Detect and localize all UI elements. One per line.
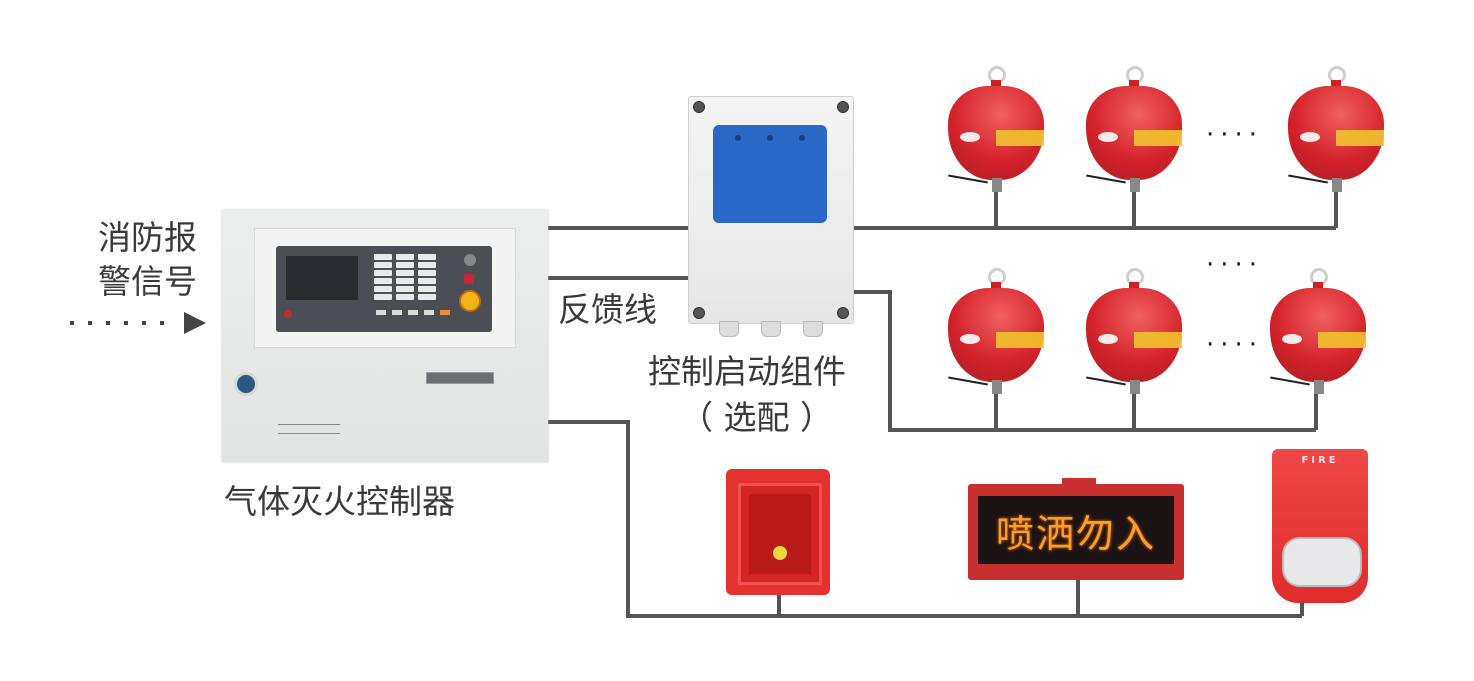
controller-screen [286, 256, 358, 300]
screw-icon [837, 101, 849, 113]
key-switch-icon [464, 254, 476, 266]
cable-gland [719, 321, 739, 337]
extinguisher-cylinder [1086, 66, 1182, 206]
extinguisher-cylinder [948, 268, 1044, 408]
controller-panel [276, 246, 492, 332]
module-label-panel [713, 125, 827, 223]
function-keys [376, 310, 450, 315]
led-icon [767, 135, 773, 141]
control-component-label: 控制启动组件 [648, 352, 846, 391]
control-start-module [688, 96, 854, 337]
gas-fire-controller [222, 210, 548, 462]
emergency-start-stop-button [726, 469, 830, 595]
fire-text: FIRE [1301, 455, 1339, 466]
extinguisher-cylinder [1270, 268, 1366, 408]
ellipsis-row2: ···· [1206, 330, 1264, 360]
do-not-enter-sign: 喷洒勿入 [968, 478, 1184, 580]
optional-label: （ 选配 ） [680, 398, 833, 437]
press-button-icon [773, 546, 787, 560]
brand-logo-icon [284, 310, 292, 318]
ellipsis-row1: ···· [1206, 120, 1264, 150]
feedback-line-label: 反馈线 [558, 290, 657, 329]
extinguisher-cylinder [948, 66, 1044, 206]
sounder-strobe: FIRE [1272, 449, 1368, 603]
alarm-signal-label-2: 警信号 [98, 262, 197, 301]
name-plate [426, 372, 494, 384]
alarm-signal-label-1: 消防报 [98, 218, 197, 257]
cable-gland [761, 321, 781, 337]
ellipsis-row2-top: ···· [1206, 250, 1264, 280]
sign-text: 喷洒勿入 [995, 511, 1156, 556]
cable-gland [803, 321, 823, 337]
extinguisher-cylinder [1086, 268, 1182, 408]
arrow-right-icon [184, 312, 206, 334]
red-key-icon [464, 274, 474, 284]
controller-keypad [374, 254, 436, 300]
led-icon [799, 135, 805, 141]
led-icon [735, 135, 741, 141]
strobe-lens [1282, 537, 1362, 587]
emblem-icon [278, 424, 340, 434]
extinguisher-cylinder [1288, 66, 1384, 206]
door-lock-icon [234, 372, 258, 396]
wire-bus-row2 [852, 290, 1316, 432]
controller-label: 气体灭火控制器 [224, 482, 455, 521]
screw-icon [693, 307, 705, 319]
screw-icon [837, 307, 849, 319]
screw-icon [693, 101, 705, 113]
emergency-button-icon [459, 290, 481, 312]
wire-bus-bottom [548, 420, 1302, 618]
